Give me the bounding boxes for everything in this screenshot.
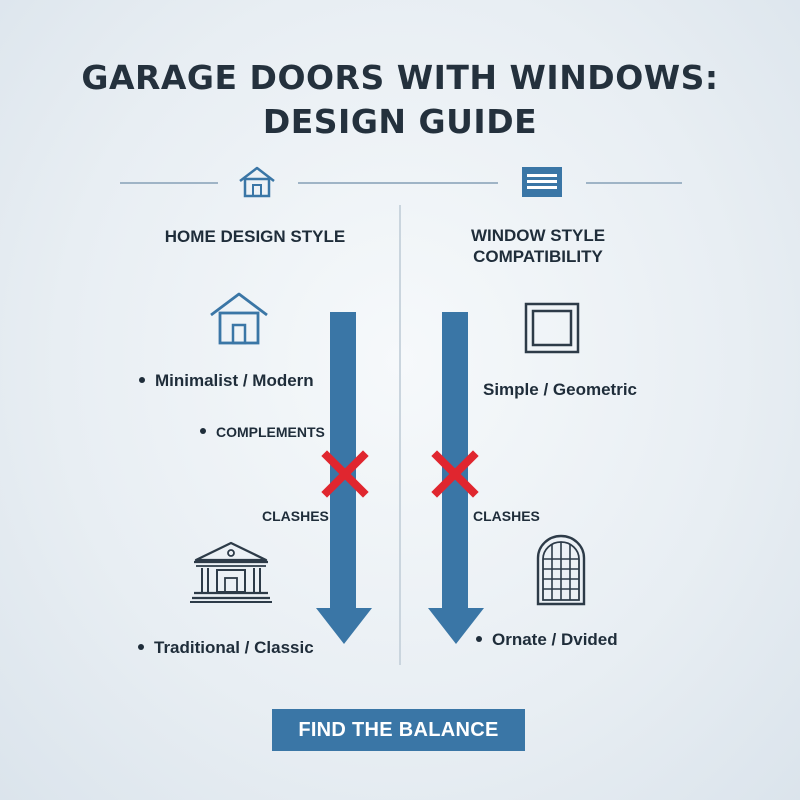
left-column-heading: HOME DESIGN STYLE <box>164 227 346 246</box>
bullet <box>139 376 145 383</box>
bullet <box>200 428 206 435</box>
bullet <box>138 643 144 650</box>
arched-window-icon <box>536 534 586 606</box>
left-top-item-label: Minimalist / Modern <box>155 371 314 390</box>
house-icon <box>239 166 275 198</box>
right-bottom-item-label: Ornate / Dvided <box>492 630 618 649</box>
complements-text: COMPLEMENTS <box>216 424 325 440</box>
cross-icon <box>431 450 479 498</box>
left-clashes-label: CLASHES <box>262 508 329 524</box>
left-bottom-item: Traditional / Classic <box>138 638 314 658</box>
title-line-2: DESIGN GUIDE <box>262 102 538 141</box>
right-clashes-label: CLASHES <box>473 508 540 524</box>
left-top-item: Minimalist / Modern <box>139 371 314 391</box>
square-window-icon <box>524 302 580 354</box>
find-the-balance-button[interactable]: FIND THE BALANCE <box>272 709 525 751</box>
modern-house-icon <box>210 292 268 345</box>
right-top-item-label: Simple / Geometric <box>483 380 637 399</box>
column-divider <box>399 205 401 665</box>
left-bottom-item-label: Traditional / Classic <box>154 638 314 657</box>
right-bottom-item: Ornate / Dvided <box>476 630 618 650</box>
header-divider-middle <box>298 182 498 184</box>
cross-icon <box>321 450 369 498</box>
title-line-1: GARAGE DOORS WITH WINDOWS: <box>81 58 719 97</box>
bullet <box>476 635 482 642</box>
complements-label: COMPLEMENTS <box>200 424 325 440</box>
garage-door-icon <box>522 167 562 197</box>
classic-building-icon <box>190 541 272 603</box>
header-divider-right <box>586 182 682 184</box>
right-column-heading-line-1: WINDOW STYLE <box>470 226 606 245</box>
right-column-heading-line-2: COMPATIBILITY <box>473 247 603 266</box>
header-divider-left <box>120 182 218 184</box>
